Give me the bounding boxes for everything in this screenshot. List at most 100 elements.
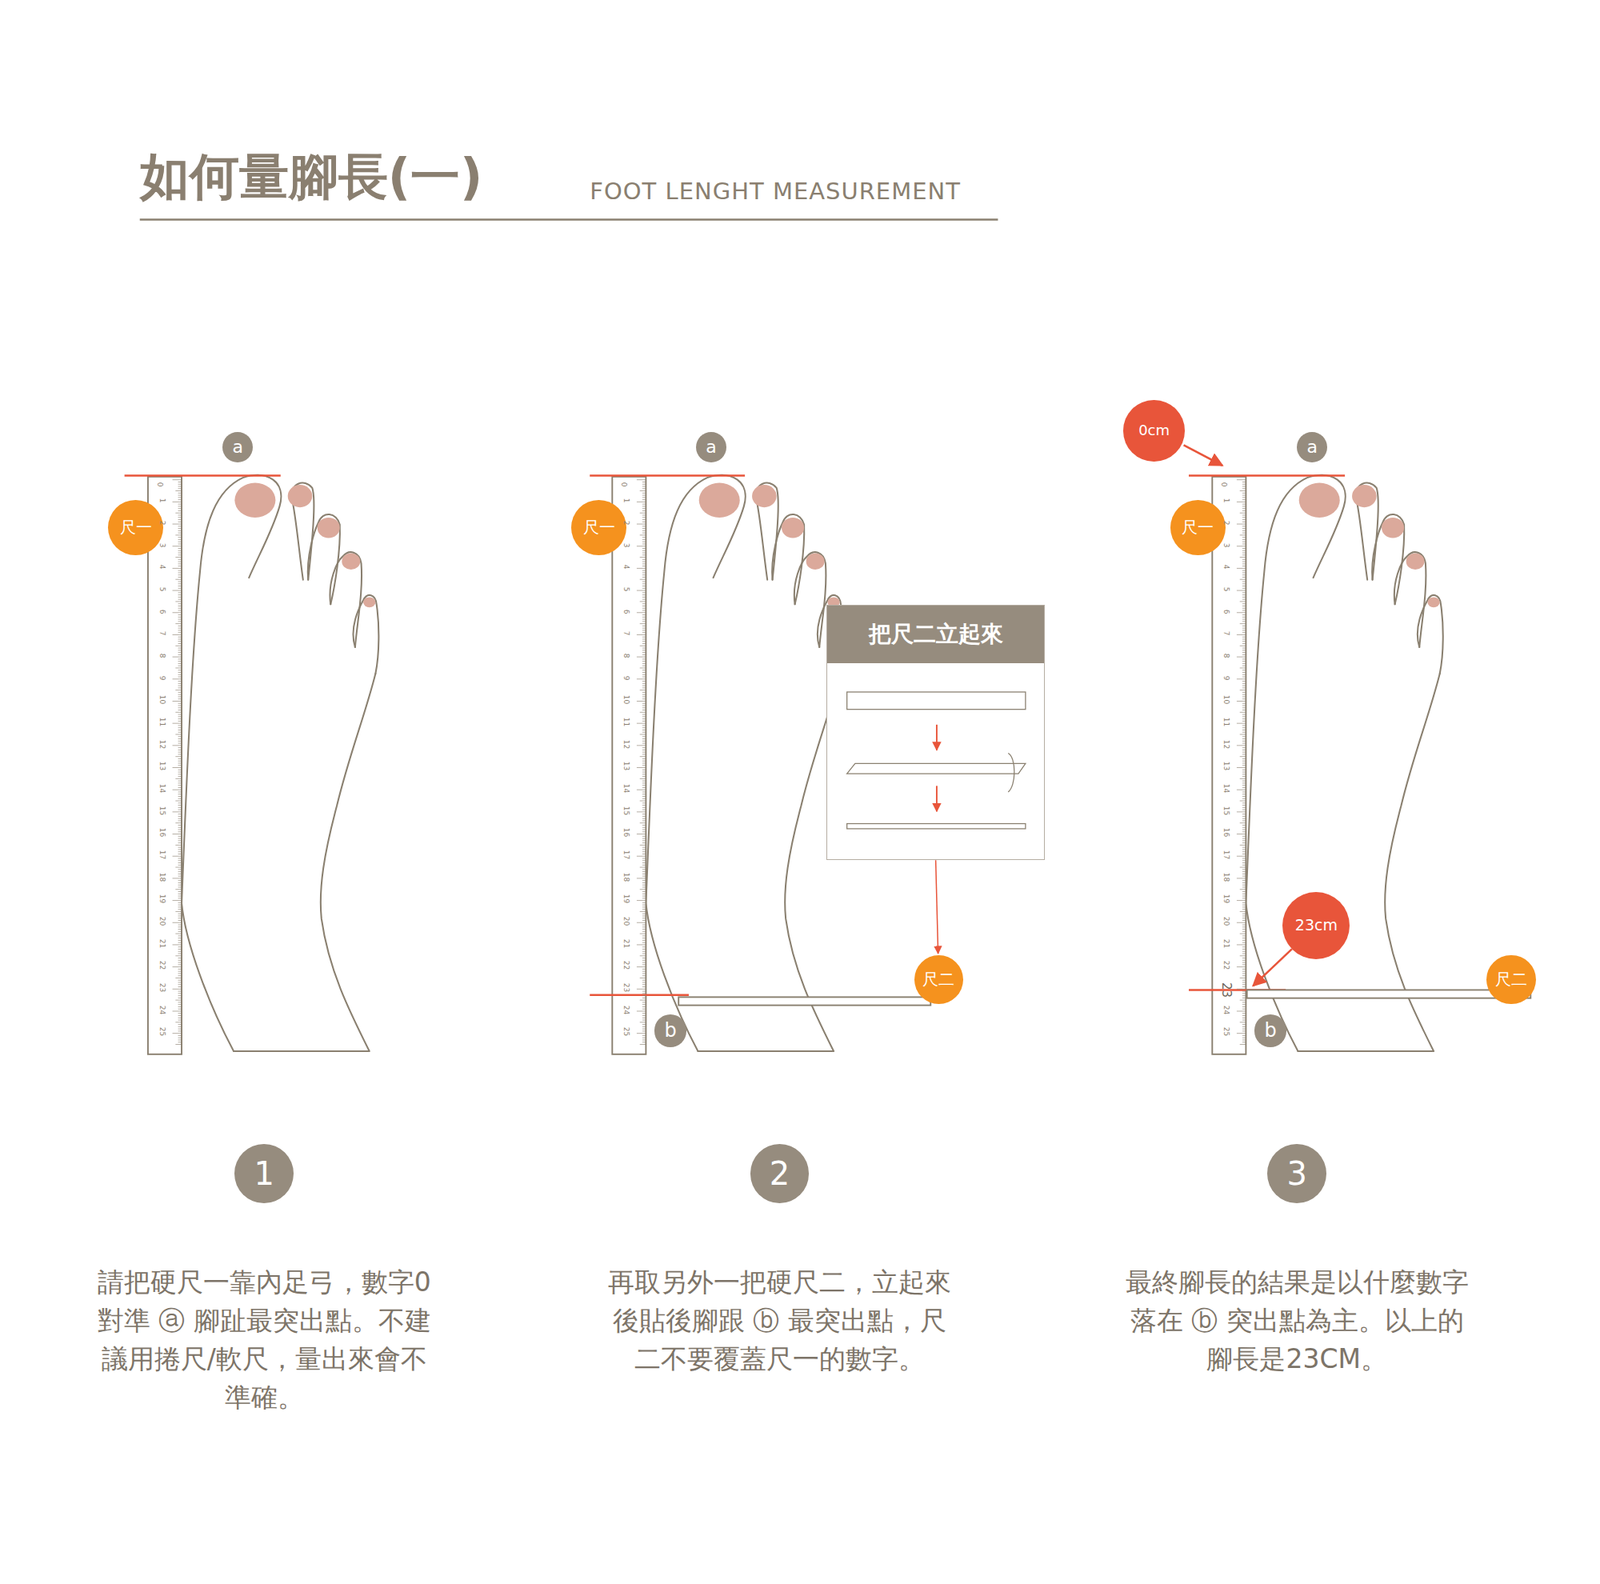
ruler-number: 7 [157, 625, 165, 642]
ruler-number: 1 [1221, 492, 1229, 509]
callout-text: 23cm [1295, 917, 1338, 933]
callout-text: 2 [769, 1157, 790, 1190]
ruler-number: 4 [621, 559, 629, 576]
callout-text: 尺一 [583, 519, 616, 536]
callout-circle: a [1296, 432, 1328, 463]
ruler-number: 3 [157, 536, 165, 553]
callout-circle: b [1254, 1014, 1288, 1048]
callout-text: a [1307, 438, 1318, 456]
ruler-number: 0 [155, 476, 163, 493]
ruler-number: 17 [157, 847, 165, 864]
ruler-number: 6 [157, 603, 165, 620]
ruler-number: 9 [157, 669, 165, 686]
ruler-number: 6 [621, 603, 629, 620]
step-description: 最終腳長的結果是以什麼數字落在 ⓑ 突出點為主。以上的腳長是23CM。 [1120, 1263, 1473, 1379]
ruler-number: 11 [1221, 713, 1229, 730]
ruler-number: 24 [1221, 1001, 1229, 1018]
ruler-number: 6 [1221, 603, 1229, 620]
ruler-number: 13 [157, 758, 165, 775]
ruler-number: 1 [157, 492, 165, 509]
ruler-number: 21 [1221, 935, 1229, 952]
callout-text: a [705, 438, 716, 456]
callout-circle: 0cm [1123, 400, 1185, 462]
ruler-number: 8 [157, 647, 165, 664]
ruler-number: 13 [621, 758, 629, 775]
ruler-number: 16 [621, 824, 629, 841]
ruler-number: 25 [621, 1024, 629, 1040]
ruler-number: 15 [157, 802, 165, 819]
ruler-number: 5 [621, 580, 629, 597]
subtitle: FOOT LENGHT MEASUREMENT [589, 177, 961, 205]
ruler-number: 17 [621, 847, 629, 864]
ruler-number: 18 [157, 868, 165, 885]
callout-text: 尺二 [922, 971, 955, 988]
ruler-number: 2 [157, 514, 165, 531]
ruler-number: 14 [1221, 780, 1229, 796]
ruler-number: 18 [1221, 868, 1229, 885]
callout-text: a [232, 438, 243, 456]
ruler-number: 2 [1221, 514, 1229, 531]
callout-circle: 3 [1267, 1144, 1327, 1204]
callout-text: b [1264, 1020, 1276, 1040]
ruler-number: 20 [1221, 913, 1229, 930]
ruler-number: 21 [621, 935, 629, 952]
ruler-number: 23 [621, 980, 629, 996]
ruler-number: 5 [157, 580, 165, 597]
ruler-number: 17 [1221, 847, 1229, 864]
ruler-number: 10 [157, 692, 165, 708]
ruler-number: 22 [1221, 957, 1229, 974]
callout-text: 尺一 [1181, 519, 1214, 536]
callout-text: b [664, 1020, 676, 1040]
ruler-number: 18 [621, 868, 629, 885]
ruler-number: 12 [621, 736, 629, 752]
ruler-number: 9 [1221, 669, 1229, 686]
ruler-number: 15 [1221, 802, 1229, 819]
ruler-number: 8 [1221, 647, 1229, 664]
ruler-number: 13 [1221, 758, 1229, 775]
callout-circle: a [696, 432, 727, 463]
ruler-number: 14 [157, 780, 165, 796]
ruler-number: 19 [157, 891, 165, 908]
ruler-number: 11 [621, 713, 629, 730]
ruler-number: 7 [1221, 625, 1229, 642]
ruler-number: 19 [1221, 891, 1229, 908]
callout-circle: 尺一 [1170, 500, 1226, 556]
ruler-number: 23 [157, 980, 165, 996]
ruler-number: 7 [621, 625, 629, 642]
ruler-number: 0 [619, 476, 627, 493]
callout-circle: a [222, 432, 253, 463]
ruler-number: 4 [157, 559, 165, 576]
panel-heading: 把尺二立起來 [827, 605, 1044, 664]
callout-circle: 1 [234, 1144, 294, 1204]
ruler-number: 0 [1219, 476, 1227, 493]
ruler-number: 3 [621, 536, 629, 553]
ruler-number: 22 [621, 957, 629, 974]
callout-text: 1 [254, 1157, 275, 1190]
instruction-panel: 把尺二立起來 [826, 604, 1045, 860]
callout-circle: 尺一 [108, 500, 164, 556]
ruler-number: 3 [1221, 536, 1229, 553]
callout-text: 0cm [1138, 423, 1170, 438]
callout-circle: 尺二 [914, 955, 964, 1004]
ruler-number: 25 [1221, 1024, 1229, 1040]
ruler-number: 8 [621, 647, 629, 664]
ruler-number: 2 [621, 514, 629, 531]
ruler-number: 1 [621, 492, 629, 509]
step-description: 再取另外一把硬尺二，立起來後貼後腳跟 ⓑ 最突出點，尺二不要覆蓋尺一的數字。 [603, 1263, 956, 1379]
ruler-number: 12 [157, 736, 165, 752]
callout-circle: b [654, 1014, 688, 1048]
ruler-number: 24 [157, 1001, 165, 1018]
ruler-number: 4 [1221, 559, 1229, 576]
ruler-number: 9 [621, 669, 629, 686]
ruler-number: 25 [157, 1024, 165, 1040]
callout-circle: 2 [750, 1144, 810, 1204]
ruler-number: 16 [1221, 824, 1229, 841]
ruler-number: 10 [1221, 692, 1229, 708]
callout-text: 尺一 [120, 519, 152, 536]
connector-arrow [936, 860, 939, 954]
ruler-number: 20 [621, 913, 629, 930]
ruler-number: 20 [157, 913, 165, 930]
callout-circle: 23cm [1282, 892, 1350, 960]
ruler-number: 12 [1221, 736, 1229, 752]
ruler-number: 22 [157, 957, 165, 974]
